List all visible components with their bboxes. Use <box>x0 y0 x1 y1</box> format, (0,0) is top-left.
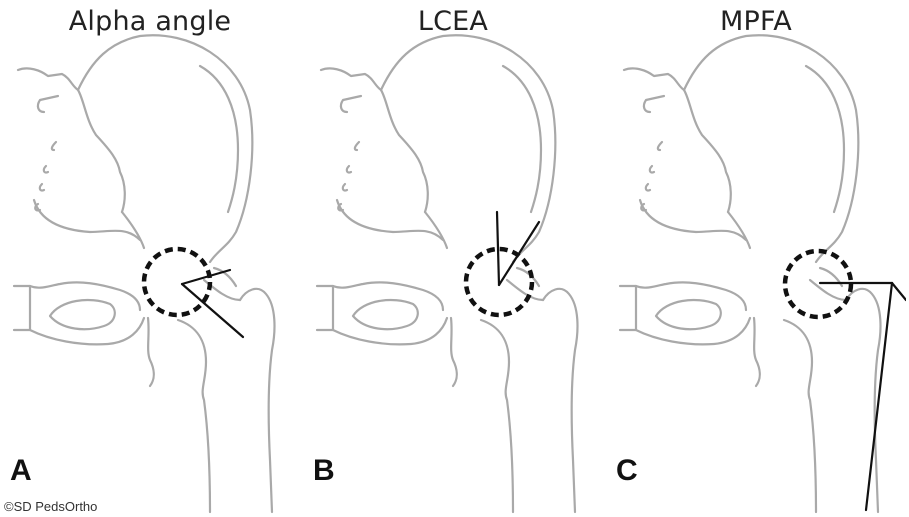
greater-trochanter-tip-line <box>892 283 906 300</box>
femur-outline <box>784 268 880 512</box>
pelvis-outline <box>620 35 858 386</box>
hip-diagram <box>606 0 906 517</box>
femoral-neck-axis-line <box>182 284 243 337</box>
copyright-notice: ©SD PedsOrtho <box>4 499 97 514</box>
femur-outline <box>178 268 274 512</box>
panel-alpha-angle: Alpha angle <box>0 0 300 517</box>
panel-letter: B <box>313 454 335 488</box>
panel-letter: C <box>616 454 638 488</box>
panel-lcea: LCEA B <box>303 0 603 517</box>
pelvis-outline <box>14 35 252 386</box>
hip-diagram <box>303 0 603 517</box>
femoral-head-circle <box>144 249 210 315</box>
mpfa-lines <box>820 283 906 510</box>
femur-outline <box>481 268 577 512</box>
vertical-reference-line <box>497 212 499 285</box>
panel-mpfa: MPFA <box>606 0 906 517</box>
hip-diagram <box>0 0 300 517</box>
panel-letter: A <box>10 454 32 488</box>
pelvis-outline <box>317 35 555 386</box>
